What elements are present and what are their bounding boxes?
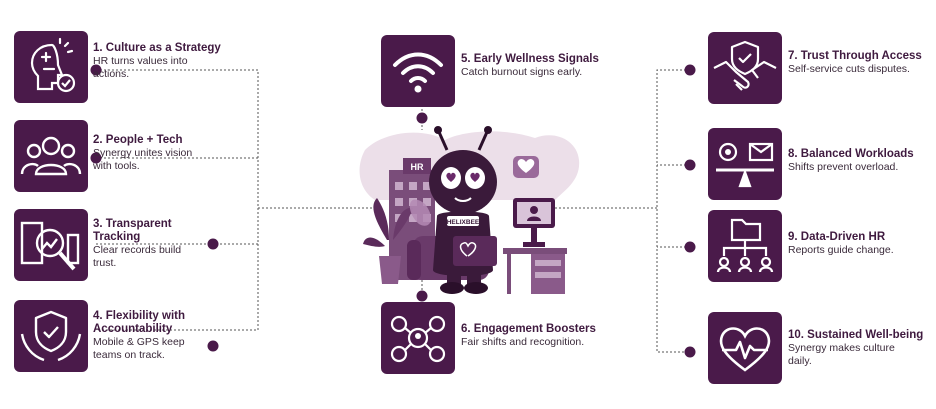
people-group-icon (20, 136, 82, 176)
item-8: 8. Balanced Workloads Shifts prevent ove… (788, 148, 933, 174)
item-desc: Reports guide change. (788, 244, 894, 256)
heart-speech-bubble (513, 156, 539, 178)
item-title: 3. Transparent Tracking (93, 218, 172, 243)
connector-dot-2 (90, 152, 102, 164)
item-title: 8. Balanced Workloads (788, 148, 914, 160)
shield-hands-icon (20, 310, 82, 362)
heartbeat-icon (719, 327, 771, 372)
connector-dot-4 (207, 340, 219, 352)
item-10: 10. Sustained Well-being Synergy makes c… (788, 329, 933, 368)
tile-4 (14, 300, 88, 372)
tile-8 (708, 128, 782, 200)
item-3: 3. Transparent Tracking Clear records bu… (93, 218, 263, 270)
tile-6 (381, 302, 455, 374)
connector-dot-7 (684, 64, 696, 76)
bee-mascot-illustration: HR (355, 120, 585, 300)
strategy-head-icon (30, 37, 76, 93)
item-desc: Synergy makes culture daily. (788, 342, 895, 367)
tile-3 (14, 209, 88, 281)
connector-dot-6 (416, 290, 428, 302)
item-4: 4. Flexibility with Accountability Mobil… (93, 310, 263, 362)
potted-plant (363, 198, 413, 284)
magnifier-chart-icon (20, 221, 80, 271)
tile-7 (708, 32, 782, 104)
item-desc: Mobile & GPS keep teams on track. (93, 336, 185, 361)
item-title: 10. Sustained Well-being (788, 329, 924, 341)
connector-dot-9 (684, 241, 696, 253)
tile-2 (14, 120, 88, 192)
item-title: 7. Trust Through Access (788, 50, 922, 62)
item-desc: Shifts prevent overload. (788, 161, 899, 173)
building-sign: HR (411, 162, 424, 172)
item-desc: Fair shifts and recognition. (461, 336, 585, 348)
item-desc: Clear records build trust. (93, 244, 182, 269)
item-title: 4. Flexibility with Accountability (93, 310, 186, 335)
item-7: 7. Trust Through Access Self-service cut… (788, 50, 933, 76)
connector-dot-10 (684, 346, 696, 358)
tile-9 (708, 210, 782, 282)
bee-mascot: HELIXBEE (429, 126, 497, 294)
tile-5 (381, 35, 455, 107)
office-desk (503, 248, 567, 294)
item-5: 5. Early Wellness Signals Catch burnout … (461, 53, 641, 79)
item-desc: Synergy unites vision with tools. (93, 147, 193, 172)
balance-scale-icon (716, 142, 774, 188)
item-desc: HR turns values into actions. (93, 55, 188, 80)
item-title: 5. Early Wellness Signals (461, 53, 599, 65)
connector-dot-1 (90, 64, 102, 76)
item-9: 9. Data-Driven HR Reports guide change. (788, 231, 933, 257)
item-title: 2. People + Tech (93, 134, 183, 146)
connector-dot-3 (207, 238, 219, 250)
connector-dot-8 (684, 159, 696, 171)
computer-monitor (513, 198, 555, 247)
item-desc: Catch burnout signs early. (461, 66, 583, 78)
item-1: 1. Culture as a Strategy HR turns values… (93, 42, 263, 81)
tile-10 (708, 312, 782, 384)
item-2: 2. People + Tech Synergy unites vision w… (93, 134, 263, 173)
folder-hierarchy-icon (716, 218, 774, 273)
tile-1 (14, 31, 88, 103)
network-people-icon (390, 315, 446, 363)
handshake-shield-icon (713, 40, 777, 91)
item-6: 6. Engagement Boosters Fair shifts and r… (461, 323, 641, 349)
mascot-badge: HELIXBEE (447, 219, 480, 226)
item-title: 1. Culture as a Strategy (93, 42, 221, 54)
item-desc: Self-service cuts disputes. (788, 63, 910, 75)
item-title: 6. Engagement Boosters (461, 323, 596, 335)
connector-dot-5 (416, 112, 428, 124)
item-title: 9. Data-Driven HR (788, 231, 886, 243)
wifi-signal-icon (393, 52, 443, 93)
